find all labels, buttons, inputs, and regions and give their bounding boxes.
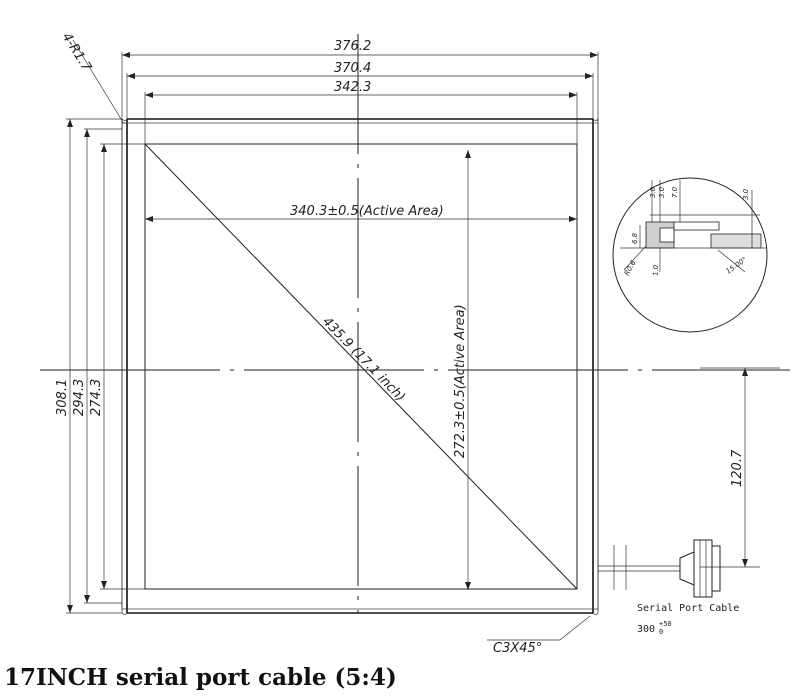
detail-dim: 6.8	[631, 232, 639, 244]
width-inner-label: 342.3	[334, 80, 371, 95]
detail-dim: 3.0	[742, 188, 750, 200]
cable-offset-label: 120.7	[730, 449, 745, 487]
diagonal-line	[144, 143, 578, 590]
height-inner-label: 274.3	[89, 379, 104, 416]
detail-view	[612, 177, 768, 333]
height-dimensions	[66, 118, 471, 614]
center-lines	[40, 34, 790, 612]
drawing-caption: 17INCH serial port cable (5:4)	[4, 664, 397, 691]
serial-cable	[598, 539, 721, 598]
corner-radius-leader	[72, 39, 125, 125]
active-width-label: 340.3±0.5(Active Area)	[290, 204, 444, 219]
width-dimensions	[121, 52, 599, 222]
diagonal-label: 435.9 (17.1 inch)	[319, 314, 408, 405]
technical-drawing: 376.2 370.4 342.3 340.3±0.5(Active Area)…	[40, 30, 790, 656]
active-area	[144, 143, 578, 590]
chamfer-label: C3X45°	[493, 641, 542, 656]
detail-dim: 7.0	[671, 186, 679, 198]
detail-dim: 3.0	[649, 186, 657, 198]
cable-label: Serial Port Cable	[637, 603, 739, 614]
detail-dim: 3.0	[658, 186, 666, 198]
detail-dim: 1.0	[652, 264, 660, 276]
cable-length: 300	[637, 624, 655, 635]
cable-tolerance-lower: 0	[659, 628, 663, 636]
active-height-label: 272.3±0.5(Active Area)	[453, 304, 468, 458]
height-mid-label: 294.3	[72, 379, 87, 416]
chamfer-leader	[487, 615, 591, 641]
width-overall-label: 376.2	[334, 39, 371, 54]
width-mid-label: 370.4	[334, 61, 371, 76]
height-overall-label: 308.1	[55, 379, 70, 416]
corner-radius-label: 4-R1.7	[59, 30, 95, 75]
cable-tolerance-upper: +50	[659, 620, 672, 628]
cable-offset-dimension	[700, 367, 780, 568]
panel-outline	[121, 118, 599, 615]
detail-dim: R0.6	[623, 259, 638, 277]
